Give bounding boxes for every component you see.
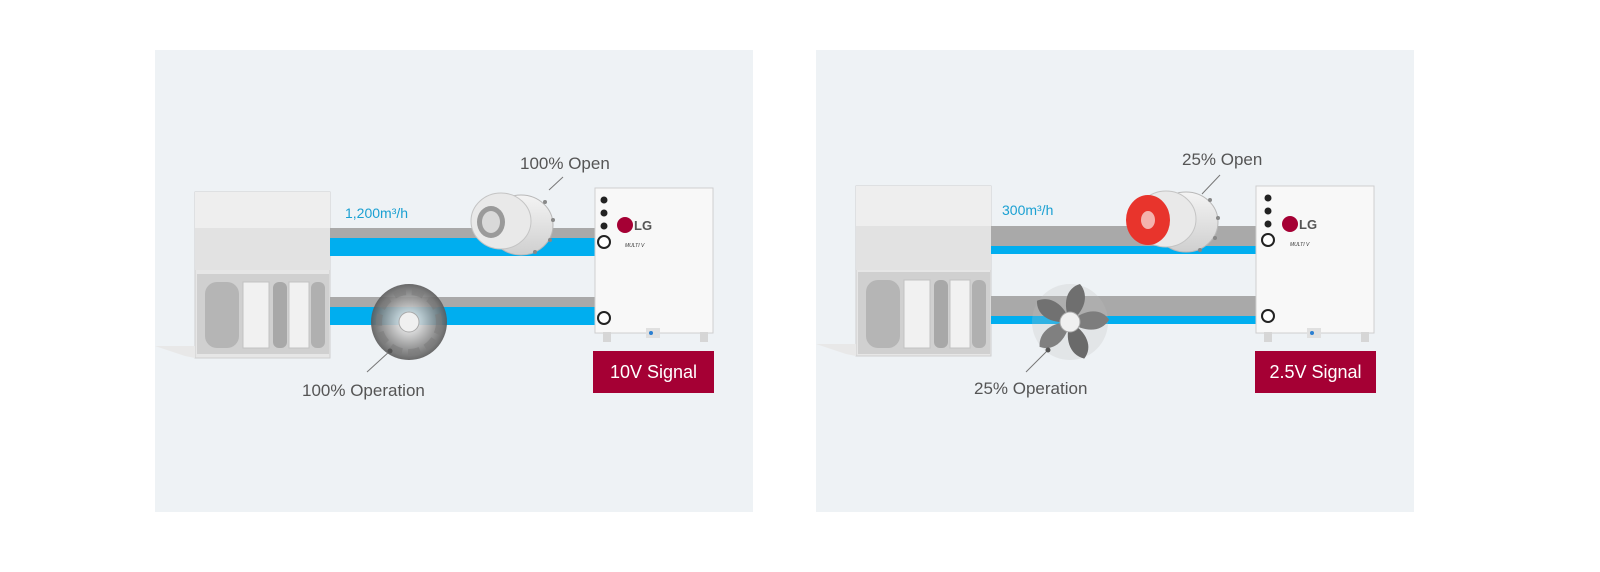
flow-rate-label: 1,200m³/h [345,205,409,221]
valve-callout-line [548,176,564,191]
return-duct [991,296,1261,324]
valve-callout-line [1201,174,1221,195]
system-diagram-partial: LG MULTI V [816,174,1375,373]
multi-v-text: MULTI V [1290,242,1310,248]
valve-open-label: 100% Open [520,154,610,173]
signal-badge: 2.5V Signal [1255,351,1376,393]
valve-open-icon [470,192,555,256]
lg-logo-text: LG [1299,217,1317,232]
lg-logo-text: LG [634,218,652,233]
air-handling-unit [816,185,992,357]
supply-duct [991,226,1261,254]
signal-badge: 10V Signal [593,351,714,393]
panel-full-operation: LG MULTI V 1,200m³/h 100% Open 100% Oper… [155,50,753,512]
fan-spinning-icon [371,284,447,360]
fan-operation-label: 25% Operation [974,379,1088,398]
valve-partial-icon [1126,190,1220,253]
flow-rate-label: 300m³/h [1002,202,1054,218]
fan-callout-line [1025,349,1049,373]
lg-outdoor-unit: LG MULTI V [1255,185,1375,342]
valve-open-label: 25% Open [1182,150,1263,169]
fan-slow-icon [1032,284,1110,360]
multi-v-text: MULTI V [625,243,645,249]
lg-outdoor-unit: LG MULTI V [594,187,714,342]
air-handling-unit [155,191,331,359]
fan-callout-line [366,350,391,373]
return-duct [330,297,600,325]
fan-operation-label: 100% Operation [302,381,425,400]
supply-duct [330,228,600,256]
panel-partial-operation: LG MULTI V 300m³/h 25% Open 25% Operatio… [816,50,1414,512]
system-diagram-full: LG MULTI V [155,176,714,373]
